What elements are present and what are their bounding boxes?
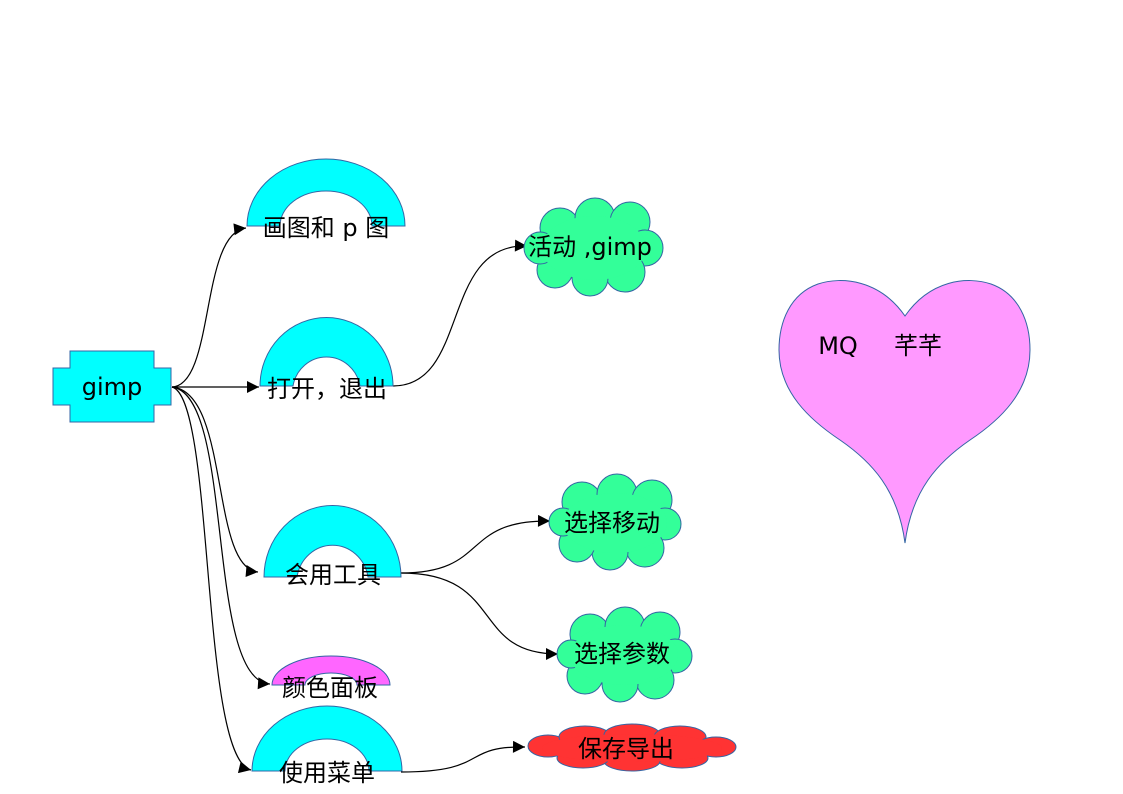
connector-branch-5-to-child <box>400 740 526 773</box>
branch-2-arch-shape <box>259 316 394 387</box>
branch-4-label: 颜色面板 <box>282 674 378 702</box>
branch-3-arch-shape <box>263 504 402 578</box>
branch-node-2[interactable]: 打开，退出 <box>259 316 394 403</box>
branch-2-label: 打开，退出 <box>267 375 387 403</box>
connector-root-to-branch-3 <box>171 386 259 577</box>
cloud-shape <box>527 723 737 772</box>
branch-node-4[interactable]: 颜色面板 <box>271 655 391 702</box>
connector-root-to-branch-4 <box>171 386 271 690</box>
cloud-shape <box>556 606 693 703</box>
cloud-shape <box>548 473 682 571</box>
branch-5-label: 使用菜单 <box>279 759 375 787</box>
child-node-select-params[interactable]: 选择参数 <box>556 606 693 703</box>
child-node-activity[interactable]: 活动 ,gimp <box>523 197 664 297</box>
root-label: gimp <box>82 373 143 401</box>
branch-1-label: 画图和 p 图 <box>263 214 390 242</box>
heart-node[interactable]: MQ 芊芊 <box>778 280 1031 544</box>
branch-3-label: 会用工具 <box>285 561 381 589</box>
child-node-save-export[interactable]: 保存导出 <box>527 723 737 772</box>
child-select-move-label: 选择移动 <box>564 509 660 537</box>
connectors <box>171 223 559 774</box>
connector-branch-3-to-child-2 <box>400 572 559 660</box>
connector-branch-3-to-child-1 <box>400 514 551 574</box>
child-activity-label: 活动 ,gimp <box>528 233 652 261</box>
heart-label-left: MQ <box>818 332 858 360</box>
root-shape <box>52 350 172 423</box>
branch-node-1[interactable]: 画图和 p 图 <box>246 158 406 242</box>
connector-root-to-branch-5 <box>171 386 252 774</box>
connector-root-to-branch-1 <box>171 223 247 388</box>
root-node[interactable]: gimp <box>52 350 172 423</box>
child-select-params-label: 选择参数 <box>574 640 670 668</box>
connector-branch-2-to-child <box>392 239 528 387</box>
branch-4-arch-shape <box>271 655 391 686</box>
branch-node-5[interactable]: 使用菜单 <box>251 705 403 787</box>
cloud-shape <box>523 197 664 297</box>
heart-shape <box>778 280 1031 544</box>
child-save-export-label: 保存导出 <box>578 735 674 763</box>
heart-label-right: 芊芊 <box>894 332 942 360</box>
branch-1-arch-shape <box>246 158 406 227</box>
child-node-select-move[interactable]: 选择移动 <box>548 473 682 571</box>
branch-5-arch-shape <box>251 705 403 772</box>
branch-node-3[interactable]: 会用工具 <box>263 504 402 589</box>
